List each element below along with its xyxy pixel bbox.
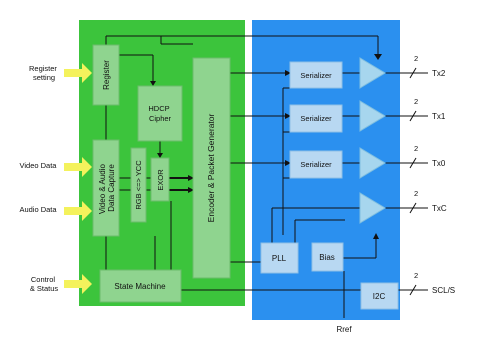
audio-input-arrow bbox=[64, 201, 92, 221]
i2c-label: I2C bbox=[373, 292, 386, 301]
serializer-label-tx2: Serializer bbox=[300, 71, 332, 80]
bias-block: Bias bbox=[311, 242, 344, 272]
capture-block-label: Video & Audio Data Capture bbox=[98, 162, 116, 214]
bias-label: Bias bbox=[319, 253, 335, 262]
serializer-block-tx0: Serializer bbox=[289, 150, 343, 179]
bus-width-tx2: 2 bbox=[414, 54, 418, 63]
register-input-arrow bbox=[64, 63, 92, 83]
hdcp-label: HDCP Cipher bbox=[148, 104, 171, 123]
driver-tx0 bbox=[359, 147, 386, 179]
control-input-arrow bbox=[64, 274, 92, 294]
exor-block: EXOR bbox=[150, 157, 170, 202]
bus-width-tx1: 2 bbox=[414, 97, 418, 106]
pll-label: PLL bbox=[272, 254, 287, 263]
driver-tx2 bbox=[359, 57, 386, 89]
serializer-label-tx0: Serializer bbox=[300, 160, 332, 169]
output-txc-label: TxC bbox=[432, 204, 447, 213]
output-tx1-label: Tx1 bbox=[432, 112, 446, 121]
audio-data-label: Audio Data bbox=[19, 205, 57, 214]
arrowheads bbox=[150, 54, 382, 239]
exor-label: EXOR bbox=[156, 169, 165, 191]
rgb-ycc-block: RGB <=> YCC bbox=[130, 147, 147, 223]
bus-width-txc: 2 bbox=[414, 189, 418, 198]
state-machine-block: State Machine bbox=[99, 269, 182, 303]
register-block: Register bbox=[92, 44, 120, 106]
output-scl-label: SCL/S bbox=[432, 286, 455, 295]
i2c-block: I2C bbox=[360, 282, 399, 310]
input-arrows bbox=[64, 63, 92, 294]
video-data-label: Video Data bbox=[20, 161, 58, 170]
capture-block: Video & Audio Data Capture bbox=[92, 139, 120, 237]
bus-width-labels: 2 2 2 2 2 bbox=[414, 54, 418, 280]
serializer-label-tx1: Serializer bbox=[300, 114, 332, 123]
bus-width-tx0: 2 bbox=[414, 144, 418, 153]
serializer-block-tx1: Serializer bbox=[289, 104, 343, 133]
state-machine-label: State Machine bbox=[114, 282, 166, 291]
encoder-block: Encoder & Packet Generator bbox=[192, 57, 231, 279]
serializer-block-tx2: Serializer bbox=[289, 61, 343, 89]
driver-tx1 bbox=[359, 100, 386, 132]
hdcp-block: HDCP Cipher bbox=[137, 85, 183, 142]
video-input-arrow bbox=[64, 157, 92, 177]
output-tx2-label: Tx2 bbox=[432, 69, 446, 78]
control-status-label: Control & Status bbox=[30, 275, 59, 293]
driver-triangles bbox=[359, 57, 386, 224]
output-tx0-label: Tx0 bbox=[432, 159, 446, 168]
rgb-ycc-label: RGB <=> YCC bbox=[134, 160, 143, 210]
pll-block: PLL bbox=[260, 242, 299, 274]
encoder-label: Encoder & Packet Generator bbox=[206, 113, 216, 222]
register-block-label: Register bbox=[102, 60, 111, 90]
wires bbox=[105, 35, 428, 318]
bus-width-scl: 2 bbox=[414, 271, 418, 280]
rref-label: Rref bbox=[336, 325, 352, 334]
register-setting-label: Register setting bbox=[29, 64, 59, 82]
driver-txc bbox=[359, 192, 386, 224]
